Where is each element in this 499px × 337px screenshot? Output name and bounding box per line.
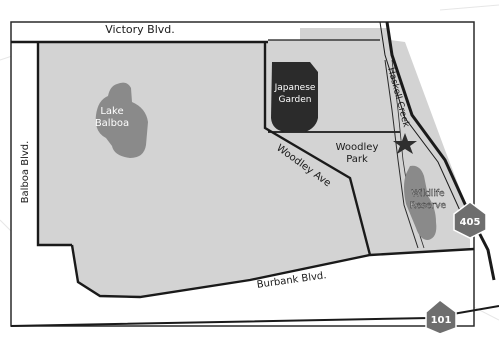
highway-101-shield: 101 xyxy=(425,299,457,335)
wildlife-reserve-label-line1: Wildlife xyxy=(411,189,445,199)
japanese-garden-label-line1: Japanese xyxy=(274,83,316,93)
highway-405-shield: 405 xyxy=(453,201,487,239)
woodley-park-label-line2: Park xyxy=(346,154,368,165)
japanese-garden xyxy=(271,62,318,132)
lake-balboa-label-line1: Lake xyxy=(100,106,123,117)
highway-101-label: 101 xyxy=(431,315,452,326)
wildlife-reserve xyxy=(404,165,437,240)
balboa-blvd-label: Balboa Blvd. xyxy=(20,141,31,204)
victory-blvd-label: Victory Blvd. xyxy=(105,23,175,36)
japanese-garden-label-line2: Garden xyxy=(279,95,312,105)
lake-balboa xyxy=(95,82,148,158)
burbank-blvd-road xyxy=(70,244,475,299)
freeway-405-road-edge xyxy=(379,21,463,216)
balboa-blvd-road xyxy=(36,42,72,247)
lake-balboa-label-line2: Balboa xyxy=(95,118,129,129)
wildlife-reserve-label-line2: Reserve xyxy=(410,201,447,211)
haskell-creek xyxy=(384,59,419,249)
freeway-405-road xyxy=(385,21,496,281)
highway-405-label: 405 xyxy=(460,217,481,228)
park-location-star xyxy=(393,133,417,154)
woodley-ave-road xyxy=(263,42,372,256)
woodley-park-label-line1: Woodley xyxy=(336,142,379,153)
